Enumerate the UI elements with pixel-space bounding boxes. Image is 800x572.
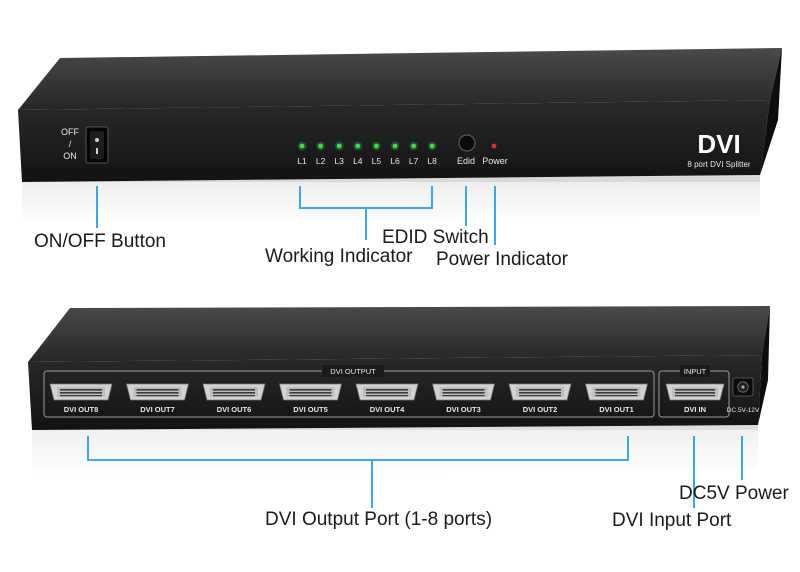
- front-device-top-face: [18, 48, 782, 110]
- dc5v-power-callout: DC5V Power: [679, 483, 789, 504]
- led-3: [336, 143, 342, 149]
- led-label-1: L1: [297, 156, 307, 166]
- dvi-output-port-1[interactable]: [584, 383, 649, 401]
- dvi-output-port-label-7: DVI OUT7: [140, 405, 175, 414]
- dvi-output-label-bg: [322, 365, 384, 377]
- power-label: Power: [482, 156, 508, 166]
- power-led: [491, 143, 497, 149]
- led-7: [411, 143, 416, 149]
- led-8: [429, 143, 435, 149]
- led-label-2: L2: [316, 156, 326, 166]
- dvi-input-port-callout: DVI Input Port: [612, 510, 732, 531]
- rear-device-side-face: [758, 306, 770, 425]
- dvi-output-port-label-2: DVI OUT2: [523, 405, 558, 414]
- switch-label-off: OFF: [61, 127, 79, 137]
- front-panel-device: OFF / ON L1 L2 L3 L4 L5 L6 L7 L8 Edid Power DVI…: [18, 48, 782, 224]
- dvi-output-port-label-6: DVI OUT6: [217, 405, 252, 414]
- led-4: [355, 143, 361, 149]
- rear-callout-lines: [87, 436, 743, 508]
- model-label: 8 port DVI Splitter: [687, 160, 750, 169]
- led-6: [392, 143, 398, 149]
- dvi-input-port-label: DVI IN: [684, 405, 706, 414]
- led-label-4: L4: [353, 156, 363, 166]
- power-switch[interactable]: [85, 126, 109, 164]
- front-callout-lines: [96, 186, 496, 245]
- dvi-output-port-3[interactable]: [431, 383, 496, 401]
- working-indicator-callout: Working Indicator: [265, 246, 413, 267]
- dvi-output-port-8[interactable]: [49, 383, 113, 401]
- dvi-output-port-label-1: DVI OUT1: [599, 405, 634, 414]
- dvi-input-pins: [675, 389, 715, 397]
- led-1: [299, 143, 305, 149]
- led-5: [374, 143, 379, 149]
- dvi-output-group-label: DVI OUTPUT: [330, 367, 376, 376]
- front-reflection-fade: [20, 182, 765, 224]
- dvi-input-label-bg: [680, 365, 710, 377]
- dvi-input-port[interactable]: [665, 383, 725, 401]
- dvi-output-port-2[interactable]: [508, 383, 572, 401]
- led-label-8: L8: [427, 156, 437, 166]
- working-indicator-leds: L1 L2 L3 L4 L5 L6 L7 L8: [297, 141, 437, 166]
- led-label-7: L7: [409, 156, 419, 166]
- led-label-3: L3: [334, 156, 344, 166]
- brand-logo-text: DVI: [697, 129, 740, 159]
- dvi-output-port-label-4: DVI OUT4: [370, 405, 405, 414]
- switch-label-slash: /: [69, 139, 72, 149]
- led-2: [318, 143, 323, 149]
- dvi-output-port-label-5: DVI OUT5: [293, 405, 328, 414]
- dvi-output-port-5[interactable]: [278, 383, 343, 401]
- rear-reflection-fade: [30, 430, 765, 476]
- dvi-output-ports: DVI OUT8 DVI OUT7 DVI OUT6 DVI OUT5 DVI OUT4…: [49, 383, 649, 414]
- dvi-output-port-label-8: DVI OUT8: [64, 405, 99, 414]
- rear-device-top-face: [28, 306, 770, 362]
- led-label-6: L6: [390, 156, 400, 166]
- dvi-input-group-label: INPUT: [684, 367, 707, 376]
- dvi-output-port-callout: DVI Output Port (1-8 ports): [265, 509, 493, 530]
- on-off-button-callout: ON/OFF Button: [34, 231, 166, 252]
- led-label-5: L5: [372, 156, 382, 166]
- dvi-output-port-label-3: DVI OUT3: [446, 405, 481, 414]
- edid-label: Edid: [457, 156, 475, 166]
- dc-power-label: DC 5V-12V: [727, 407, 760, 414]
- dvi-output-port-7[interactable]: [125, 383, 190, 401]
- front-device-front-face: [18, 100, 770, 182]
- front-device-side-face: [760, 48, 782, 175]
- dvi-output-port-6[interactable]: [202, 383, 266, 401]
- power-indicator-callout: Power Indicator: [436, 249, 569, 270]
- edid-switch-button[interactable]: [458, 134, 476, 152]
- edid-switch-callout: EDID Switch: [382, 227, 489, 248]
- switch-label-on: ON: [63, 151, 77, 161]
- dvi-output-bracket: [87, 436, 629, 461]
- dvi-output-port-4[interactable]: [355, 383, 419, 401]
- dc-power-jack[interactable]: [732, 377, 754, 397]
